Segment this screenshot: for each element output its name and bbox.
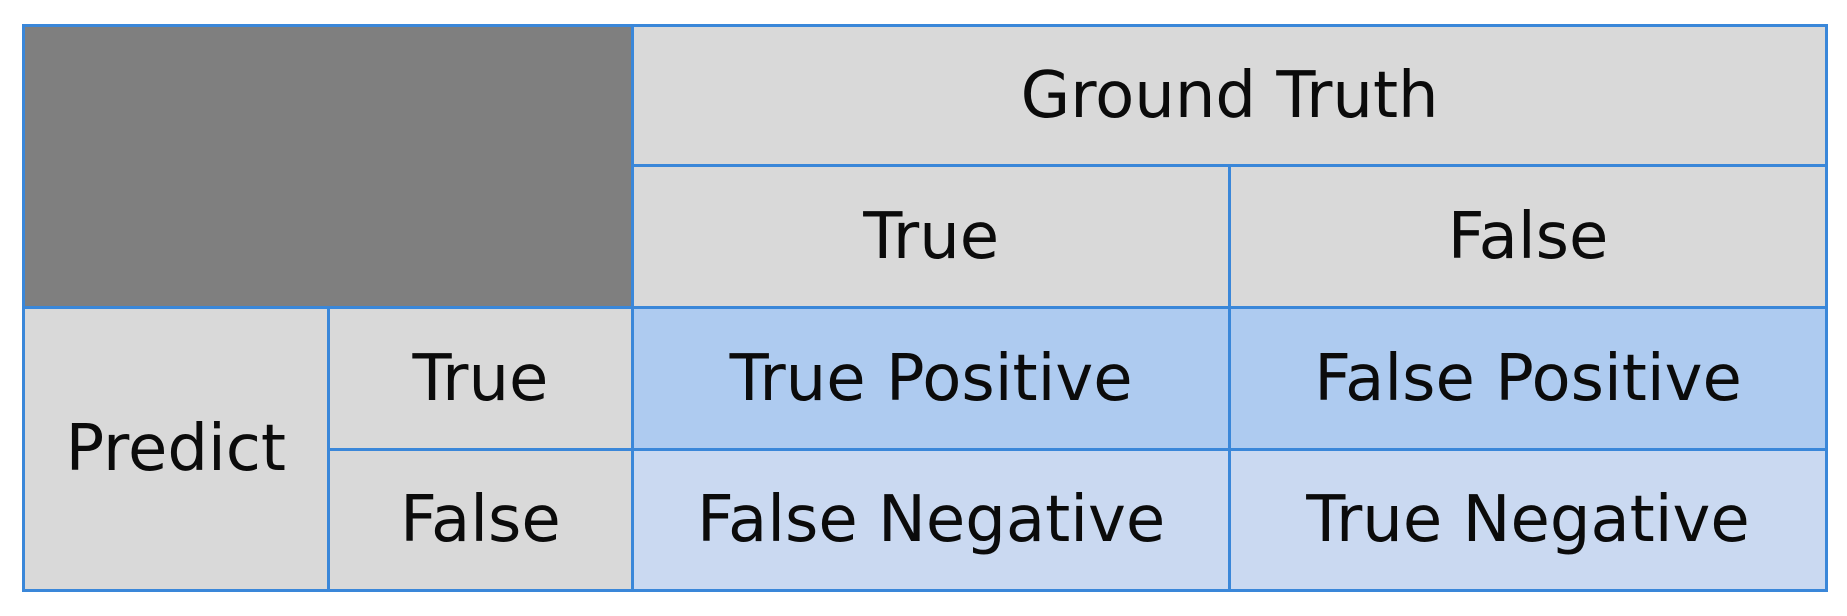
ground-truth-true-header: True [631, 164, 1232, 310]
true-positive-cell: True Positive [631, 306, 1232, 451]
false-positive-cell: False Positive [1228, 306, 1828, 451]
ground-truth-false-header: False [1228, 164, 1828, 310]
predict-false-header: False [326, 447, 635, 593]
ground-truth-header: Ground Truth [631, 23, 1828, 168]
corner-cell [21, 23, 635, 310]
confusion-matrix: Ground Truth True False Predict True Tru… [21, 23, 1828, 593]
predict-true-header: True [326, 306, 635, 451]
header-row-ground-truth: Ground Truth [21, 23, 1828, 310]
header-row-classes: True False [24, 164, 1828, 310]
predict-true-row: Predict True True Positive False Positiv… [22, 306, 1828, 592]
predict-false-row: False False Negative True Negative [24, 447, 1828, 593]
true-negative-cell: True Negative [1228, 447, 1828, 593]
predict-header: Predict [22, 306, 330, 592]
false-negative-cell: False Negative [631, 447, 1232, 593]
